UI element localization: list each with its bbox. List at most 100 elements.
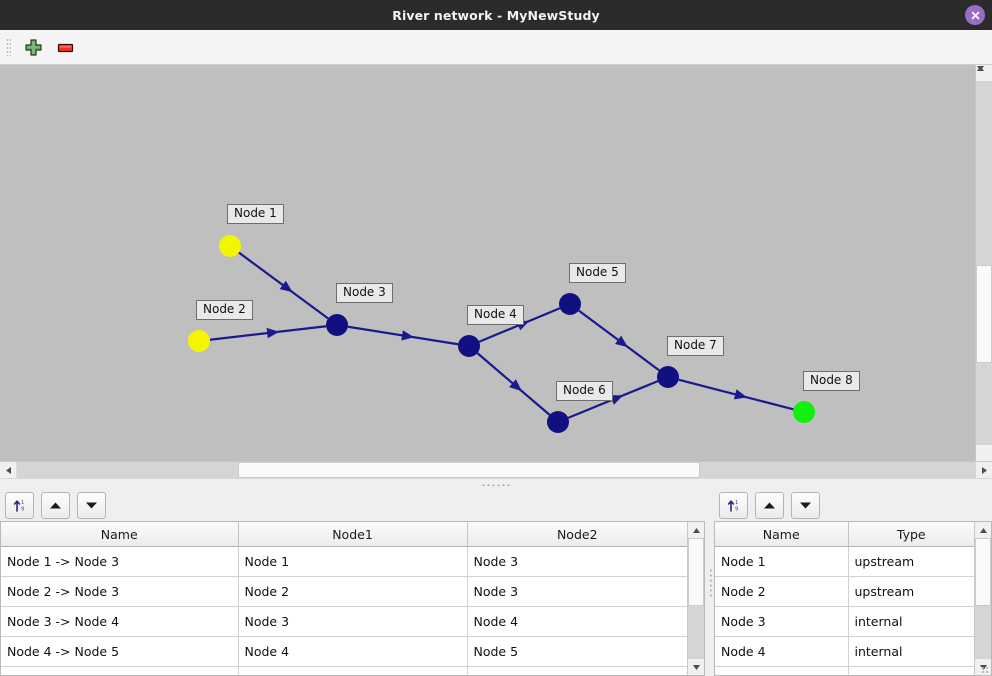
table-cell[interactable]: Node 2 [238, 576, 468, 607]
table-cell[interactable]: Node 3 -> Node 4 [1, 606, 239, 637]
graph-edge-arrow [609, 395, 624, 405]
column-header[interactable]: Name [1, 522, 239, 547]
table-cell[interactable]: Node 5 [467, 636, 687, 667]
graph-node-label[interactable]: Node 3 [336, 283, 393, 303]
graph-node-label[interactable]: Node 6 [556, 381, 613, 401]
node-sort-icon[interactable]: 1 9 [719, 491, 748, 519]
graph-node[interactable] [326, 314, 348, 336]
table-cell[interactable]: Node 3 [467, 546, 687, 577]
branch-scroll-up-arrow-icon[interactable] [688, 522, 704, 538]
table-cell[interactable]: Node 4 -> Node 5 [1, 636, 239, 667]
canvas-vertical-scrollbar[interactable] [975, 65, 992, 461]
node-table-scroll-track[interactable] [975, 538, 991, 659]
graph-node-label[interactable]: Node 1 [227, 204, 284, 224]
table-cell[interactable]: Node 1 [715, 546, 849, 577]
node-table-scroll-thumb[interactable] [975, 538, 991, 606]
graph-node[interactable] [219, 235, 241, 257]
svg-text:9: 9 [735, 506, 738, 512]
table-cell[interactable] [848, 666, 974, 675]
table-row[interactable] [1, 666, 687, 675]
graph-node[interactable] [793, 401, 815, 423]
graph-node-label[interactable]: Node 7 [667, 336, 724, 356]
table-cell[interactable]: Node 3 [467, 576, 687, 607]
graph-node-label[interactable]: Node 5 [569, 263, 626, 283]
node-move-up-icon[interactable] [755, 491, 784, 519]
resize-grip[interactable] [981, 666, 990, 675]
remove-node-icon[interactable] [52, 34, 78, 60]
toolbar-drag-handle[interactable] [6, 38, 11, 56]
table-cell[interactable]: internal [848, 606, 974, 637]
node-table-vertical-scrollbar[interactable] [974, 522, 991, 675]
canvas-horizontal-scroll-track[interactable] [17, 462, 976, 478]
table-cell[interactable]: internal [848, 636, 974, 667]
scroll-right-arrow-icon[interactable] [976, 462, 992, 478]
branch-sort-icon[interactable]: 1 9 [5, 491, 34, 519]
branch-move-down-icon[interactable] [77, 491, 106, 519]
vertical-splitter[interactable] [705, 489, 714, 676]
graph-node[interactable] [547, 411, 569, 433]
node-scroll-up-arrow-icon[interactable] [975, 522, 991, 538]
canvas-vertical-scroll-track[interactable] [976, 81, 992, 445]
close-icon[interactable] [965, 5, 985, 25]
graph-node[interactable] [559, 293, 581, 315]
graph-node[interactable] [188, 330, 210, 352]
graph-edge-arrow [614, 335, 628, 348]
table-cell[interactable] [467, 666, 687, 675]
column-header[interactable]: Type [848, 522, 974, 547]
column-header[interactable]: Node2 [467, 522, 687, 547]
branch-table-vertical-scrollbar[interactable] [687, 522, 704, 675]
scroll-left-arrow-icon[interactable] [0, 462, 17, 478]
table-cell[interactable] [715, 666, 849, 675]
table-cell[interactable]: Node 2 -> Node 3 [1, 576, 239, 607]
scroll-down-arrow-icon[interactable] [976, 66, 992, 461]
table-cell[interactable]: upstream [848, 576, 974, 607]
table-cell[interactable]: Node 1 [238, 546, 468, 577]
column-header[interactable]: Node1 [238, 522, 468, 547]
network-graph[interactable] [0, 65, 976, 461]
graph-node-label[interactable]: Node 4 [467, 305, 524, 325]
graph-node-label[interactable]: Node 8 [803, 371, 860, 391]
branch-table-scroll-thumb[interactable] [688, 538, 704, 606]
branch-table-toolbar: 1 9 [0, 489, 705, 521]
canvas-horizontal-scroll-thumb[interactable] [238, 462, 700, 478]
graph-node-label[interactable]: Node 2 [196, 300, 253, 320]
graph-node[interactable] [657, 366, 679, 388]
table-cell[interactable]: Node 4 [238, 636, 468, 667]
column-header[interactable]: Name [715, 522, 849, 547]
table-cell[interactable] [238, 666, 468, 675]
canvas-horizontal-scrollbar[interactable] [0, 461, 992, 478]
table-cell[interactable] [1, 666, 239, 675]
branch-move-up-icon[interactable] [41, 491, 70, 519]
network-diagram-canvas[interactable]: Node 1 Node 2 Node 3 Node 4 Node 5 Node 6 Node… [0, 65, 992, 461]
table-row[interactable] [715, 666, 974, 675]
table-cell[interactable]: Node 4 [467, 606, 687, 637]
branch-scroll-down-arrow-icon[interactable] [688, 659, 704, 675]
node-move-down-icon[interactable] [791, 491, 820, 519]
table-cell[interactable]: Node 4 [715, 636, 849, 667]
vertical-splitter-grip [708, 567, 711, 598]
add-node-icon[interactable] [20, 34, 46, 60]
table-cell[interactable]: Node 1 -> Node 3 [1, 546, 239, 577]
branch-table-scroll-track[interactable] [688, 538, 704, 659]
table-cell[interactable]: Node 3 [715, 606, 849, 637]
graph-node[interactable] [458, 335, 480, 357]
table-cell[interactable]: Node 2 [715, 576, 849, 607]
horizontal-splitter[interactable] [0, 478, 992, 489]
table-cell[interactable]: Node 3 [238, 606, 468, 637]
table-cell[interactable]: upstream [848, 546, 974, 577]
canvas-vertical-scroll-thumb[interactable] [976, 265, 992, 363]
